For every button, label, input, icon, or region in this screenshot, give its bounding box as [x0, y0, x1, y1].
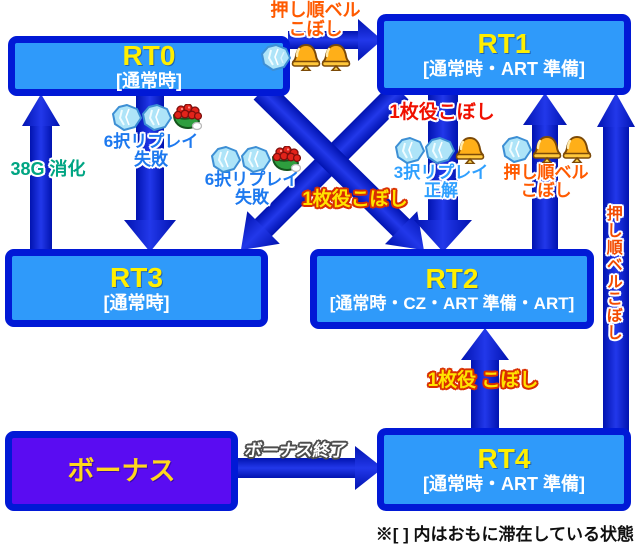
node-rt4-subtitle: [通常時・ART 準備] — [423, 474, 585, 495]
bell-icon — [291, 44, 321, 71]
sushi-icon — [173, 104, 202, 131]
label-rt1-to-rt3: 6択リプレイ 失敗 — [204, 170, 300, 207]
label-rt4-to-rt1: 押し順ベルこぼし — [603, 205, 621, 341]
sushi-icon — [272, 146, 301, 173]
icon-row-rt0-to-rt1 — [261, 44, 351, 71]
label-rt4-to-rt2: 1枚役 こぼし — [427, 370, 539, 391]
node-rt3-subtitle: [通常時] — [103, 292, 170, 313]
icon-row-rt1-to-rt3 — [211, 146, 301, 173]
node-rt0-subtitle: [通常時] — [116, 70, 182, 91]
footnote: ※[ ] 内はおもに滞在している状態 — [375, 525, 634, 544]
bell-icon — [321, 44, 351, 71]
node-rt0-title: RT0 — [122, 39, 176, 71]
node-rt4: RT4 [通常時・ART 準備] — [377, 428, 631, 511]
node-rt2-subtitle: [通常時・CZ・ART 準備・ART] — [329, 294, 575, 314]
node-bonus: ボーナス — [5, 431, 238, 511]
node-rt2: RT2 [通常時・CZ・ART 準備・ART] — [310, 249, 594, 329]
ice-icon — [502, 136, 532, 163]
bell-icon — [455, 137, 485, 164]
node-rt4-title: RT4 — [477, 443, 531, 475]
ice-icon — [211, 146, 241, 173]
node-rt1: RT1 [通常時・ART 準備] — [377, 14, 631, 95]
node-rt0: RT0 [通常時] — [8, 36, 290, 96]
node-rt1-title: RT1 — [477, 28, 531, 60]
ice-icon — [241, 146, 271, 173]
icon-row-rt1-to-rt2 — [395, 137, 485, 164]
ice-icon — [395, 137, 425, 164]
ice-icon — [142, 104, 172, 131]
label-rt2-to-rt1: 押し順ベル こぼし — [503, 163, 589, 200]
label-rt0-to-rt2: 1枚役こぼし — [302, 189, 408, 210]
ice-icon — [112, 104, 142, 131]
arrow-rt3-to-rt0 — [22, 94, 60, 253]
label-rt0-to-rt1: 押し順ベル こぼし — [270, 0, 361, 39]
ice-icon — [261, 44, 291, 71]
arrow-rt4-to-rt2 — [461, 328, 509, 432]
bell-icon — [532, 136, 562, 163]
icon-row-rt0-to-rt3 — [112, 104, 202, 131]
node-rt2-title: RT2 — [425, 263, 479, 295]
arrow-bonus-to-rt4 — [237, 446, 383, 490]
label-rt0-to-rt3: 6択リプレイ 失敗 — [103, 132, 199, 169]
node-rt3-title: RT3 — [110, 261, 163, 293]
label-rt1-to-rt2-drop: 1枚役こぼし — [389, 102, 495, 123]
arrow-rt4-to-rt1 — [597, 93, 635, 432]
arrow-rt0-to-rt2 — [253, 82, 424, 251]
label-bonus-to-rt4: ボーナス終了 — [243, 441, 349, 460]
icon-row-rt2-to-rt1 — [502, 136, 592, 163]
ice-icon — [425, 137, 455, 164]
node-bonus-title: ボーナス — [67, 455, 176, 486]
bell-icon — [562, 136, 592, 163]
node-rt3: RT3 [通常時] — [5, 249, 268, 327]
label-rt3-to-rt0: 38G 消化 — [10, 159, 86, 179]
node-rt1-subtitle: [通常時・ART 準備] — [423, 59, 585, 80]
label-rt1-to-rt2-replay: 3択リプレイ 正解 — [393, 163, 489, 200]
